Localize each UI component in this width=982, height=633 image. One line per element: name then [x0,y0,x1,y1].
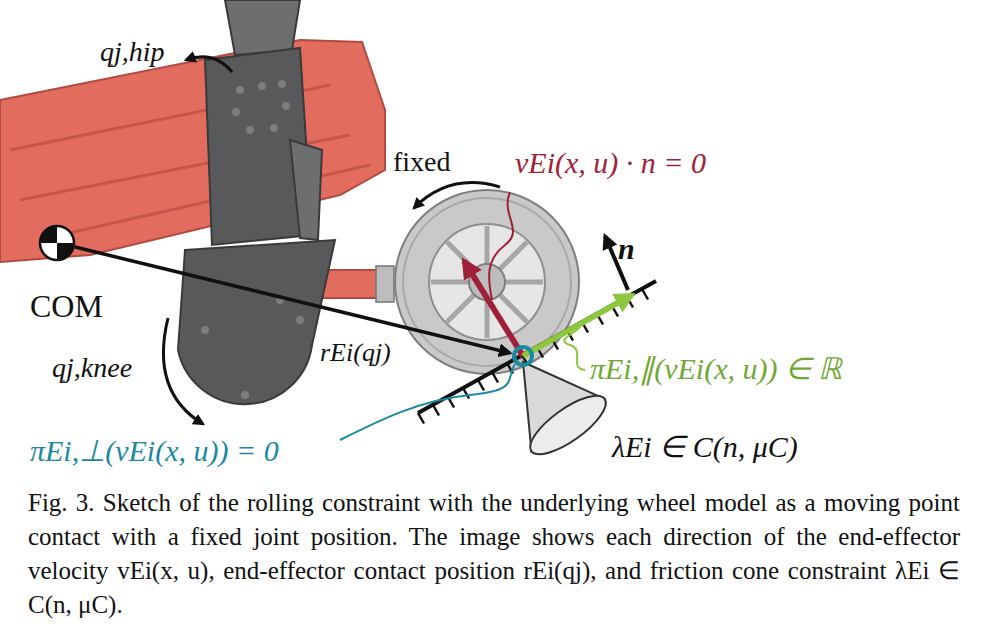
rotation-arrow [163,318,203,424]
figure-caption: Fig. 3. Sketch of the rolling constraint… [28,486,960,622]
com-symbol [40,226,74,260]
bolt-holes [201,296,304,399]
position-vector [75,247,510,353]
robot-body [0,40,385,262]
rotation-arrow [186,57,232,72]
constraint-label: πEi,∥(vEi(x, u)) ∈ ℝ [590,352,842,387]
lower-leg [178,240,335,404]
cone-base [522,386,614,464]
constraint-label: πEi,⊥(vEi(x, u)) = 0 [30,434,279,469]
vector-label: rEi(qj) [320,338,391,368]
com-label: COM [30,288,103,325]
annotation: fixed [393,146,451,178]
constraint-label: λEi ∈ C(n, μC) [612,430,798,465]
vector-label: n [618,232,635,267]
normal-velocity-arrow [464,261,523,356]
constraint-label: vEi(x, u) · n = 0 [515,146,706,181]
leader-line [489,192,513,300]
hip-bracket [225,0,300,55]
spokes [431,226,543,338]
contact-point [514,347,532,365]
joint-label: qj,hip [100,36,165,68]
strut-mount [376,266,394,302]
rotation-arrow [414,183,500,208]
joint-label: qj,knee [52,352,132,384]
leader-line [564,327,585,370]
thigh-plate [290,140,322,240]
leader-line [340,364,515,440]
com-symbol-quarters [40,226,74,260]
rim [429,224,545,340]
bolt-holes [232,80,290,134]
tangent-velocity-arrow [523,295,632,356]
